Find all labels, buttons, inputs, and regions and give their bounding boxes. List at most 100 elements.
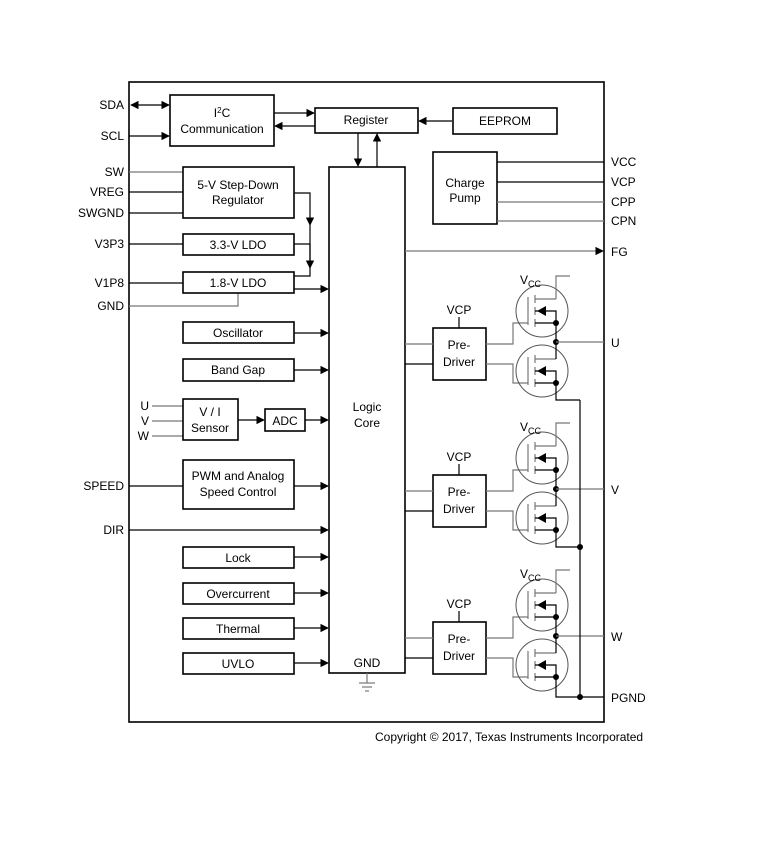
pin-v: V: [611, 483, 619, 497]
pin-gnd: GND: [97, 299, 124, 313]
adc-label: ADC: [272, 414, 298, 428]
low-side-source-wire: [555, 677, 580, 698]
pre-driver-box: [432, 621, 487, 675]
ground-icon: [359, 673, 375, 692]
pin-w: W: [611, 630, 623, 644]
bandgap-label: Band Gap: [211, 363, 265, 377]
register-block: Register: [314, 107, 419, 134]
uvlo-block: UVLO: [182, 652, 295, 675]
adc-block: ADC: [264, 408, 306, 432]
logic-label-1: Logic: [353, 400, 382, 414]
pin-swgnd: SWGND: [78, 206, 124, 220]
wires-left: [129, 100, 452, 668]
ldo-1v8-block: 1.8-V LDO: [182, 271, 295, 294]
pwm-label-1: PWM and Analog: [192, 469, 285, 483]
vcc-supply-label: VCC: [520, 420, 542, 436]
pre-driver-supply-label: VCP: [447, 597, 472, 611]
pre-driver-label-1: Pre-: [448, 338, 471, 352]
logic-core-block: Logic Core GND: [328, 166, 406, 674]
pre-driver-supply-label: VCP: [447, 450, 472, 464]
pre-driver-label-1: Pre-: [448, 632, 471, 646]
stepdown-label-2: Regulator: [212, 193, 264, 207]
fet-body: [515, 578, 569, 632]
vi-sensor-block: V / I Sensor: [182, 398, 239, 441]
fet-body: [515, 344, 569, 398]
overcurrent-label: Overcurrent: [206, 587, 270, 601]
gate-wire-low: [486, 363, 528, 384]
thermal-label: Thermal: [216, 622, 260, 636]
right-pins: VCC VCP CPP CPN FG U V W PGND: [611, 155, 646, 705]
vcc-wire: [555, 275, 570, 299]
low-side-source-wire: [555, 530, 580, 548]
stepdown-label-1: 5-V Step-Down: [197, 178, 278, 192]
ldo33-label: 3.3-V LDO: [210, 238, 267, 252]
pre-driver-box: [432, 474, 487, 528]
oscillator-label: Oscillator: [213, 326, 263, 340]
device-outline: [128, 81, 605, 723]
high-side-fet-v: [515, 431, 569, 485]
charge-pump-label-2: Pump: [449, 191, 481, 205]
pin-v-sense: V: [141, 414, 149, 428]
lock-block: Lock: [182, 546, 295, 569]
uvlo-label: UVLO: [222, 657, 255, 671]
pre-driver-u: Pre- Driver VCP: [432, 303, 487, 381]
fet-diode-arrow: [537, 513, 546, 523]
pin-dir: DIR: [103, 523, 124, 537]
oscillator-block: Oscillator: [182, 321, 295, 344]
logic-gnd-label: GND: [354, 656, 381, 670]
gate-wire-low: [486, 657, 528, 678]
logic-label-2: Core: [354, 416, 380, 430]
pwm-label-2: Speed Control: [200, 485, 277, 499]
charge-pump-label-1: Charge: [445, 176, 485, 190]
pin-cpn: CPN: [611, 214, 636, 228]
fet-diode-arrow: [537, 600, 546, 610]
pre-driver-label-1: Pre-: [448, 485, 471, 499]
copyright-notice: Copyright © 2017, Texas Instruments Inco…: [375, 730, 643, 744]
pin-u: U: [611, 336, 620, 350]
ldo-3v3-block: 3.3-V LDO: [182, 233, 295, 256]
vcc-supply-label: VCC: [520, 273, 542, 289]
pin-vcc: VCC: [611, 155, 637, 169]
fet-diode-arrow: [537, 660, 546, 670]
pre-driver-supply-label: VCP: [447, 303, 472, 317]
pre-driver-v: Pre- Driver VCP: [432, 450, 487, 528]
pin-vcp: VCP: [611, 175, 636, 189]
fet-diode-arrow: [537, 366, 546, 376]
pre-driver-box: [432, 327, 487, 381]
low-side-source-wire: [555, 383, 580, 401]
vi-sensor-label-1: V / I: [199, 405, 220, 419]
pre-driver-label-2: Driver: [443, 355, 475, 369]
pin-pgnd: PGND: [611, 691, 646, 705]
fet-body: [515, 431, 569, 485]
pin-v3p3: V3P3: [95, 237, 125, 251]
i2c-label: I2C: [214, 106, 231, 120]
fet-body: [515, 284, 569, 338]
i2c-label-2: Communication: [180, 122, 263, 136]
gate-wire-high: [486, 616, 528, 639]
pre-driver-label-2: Driver: [443, 502, 475, 516]
overcurrent-block: Overcurrent: [182, 582, 295, 605]
pin-vreg: VREG: [90, 185, 124, 199]
pin-scl: SCL: [101, 129, 125, 143]
lock-label: Lock: [225, 551, 251, 565]
phase-v: Pre- Driver VCP VCC: [405, 420, 604, 550]
low-side-fet-w: [515, 638, 569, 692]
phase-u: Pre- Driver VCP VCC: [405, 273, 604, 401]
vcc-wire: [555, 422, 570, 446]
fet-diode-arrow: [537, 306, 546, 316]
band-gap-block: Band Gap: [182, 358, 295, 382]
pin-u-sense: U: [140, 399, 149, 413]
output-stages: Pre-DriverVCPVCCPre-DriverVCPVCCPre-Driv…: [405, 273, 604, 700]
thermal-block: Thermal: [182, 617, 295, 640]
fet-diode-arrow: [537, 453, 546, 463]
pin-w-sense: W: [138, 429, 150, 443]
step-down-regulator-block: 5-V Step-Down Regulator: [182, 166, 295, 219]
vcc-supply-label: VCC: [520, 567, 542, 583]
pin-sw: SW: [105, 165, 125, 179]
gate-wire-low: [486, 510, 528, 531]
eeprom-block: EEPROM: [452, 107, 558, 135]
pin-cpp: CPP: [611, 195, 636, 209]
